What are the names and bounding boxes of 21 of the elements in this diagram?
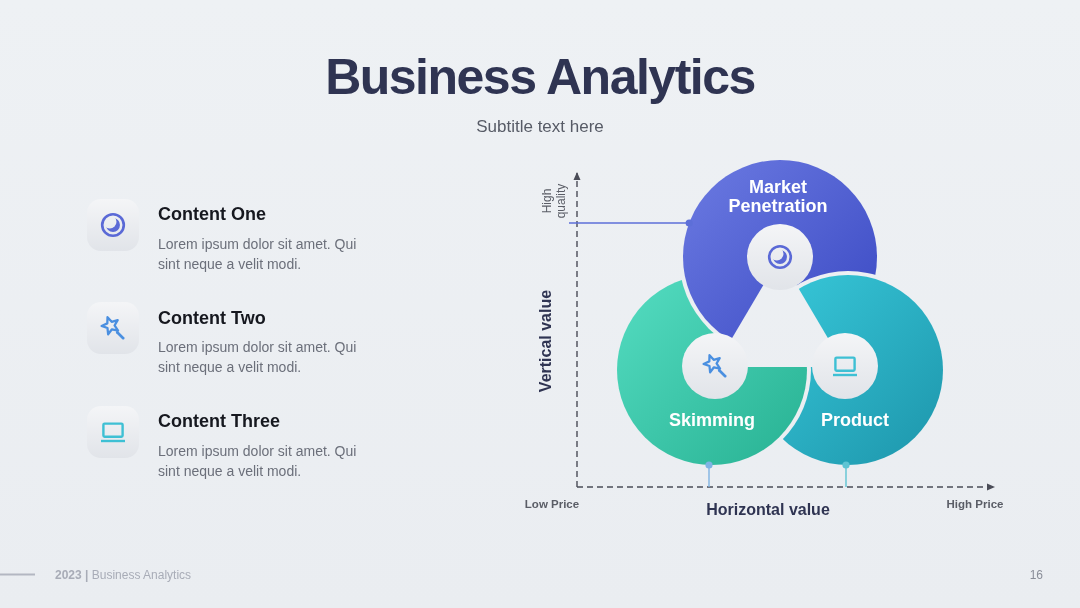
axis-label: High quality bbox=[540, 178, 568, 224]
page-number: 16 bbox=[1029, 569, 1043, 581]
item-description: Lorem ipsum dolor sit amet. Qui sint neque a velit modi. bbox=[158, 338, 358, 377]
item-heading: Content Two bbox=[158, 309, 266, 327]
axis-label: High Price bbox=[946, 499, 1004, 511]
item-heading: Content One bbox=[158, 205, 266, 223]
node-label: Product bbox=[820, 411, 890, 430]
item-description: Lorem ipsum dolor sit amet. Qui sint neque a velit modi. bbox=[158, 235, 358, 274]
slide-title: Business Analytics bbox=[325, 52, 755, 102]
axis-title: Horizontal value bbox=[706, 502, 830, 518]
item-heading: Content Three bbox=[158, 412, 280, 430]
item-description: Lorem ipsum dolor sit amet. Qui sint neque a velit modi. bbox=[158, 442, 358, 481]
connector-line bbox=[842, 461, 850, 488]
axis-label: Low Price bbox=[524, 499, 580, 511]
subtitle: Subtitle text here bbox=[476, 118, 604, 135]
node-label: Skimming bbox=[668, 411, 756, 430]
axis-title: Vertical value bbox=[538, 289, 554, 393]
connector-line bbox=[705, 461, 713, 488]
connector-line bbox=[568, 219, 693, 227]
footer-text: 2023 | Business Analytics bbox=[55, 569, 192, 581]
node-label: Market Penetration bbox=[727, 178, 829, 216]
